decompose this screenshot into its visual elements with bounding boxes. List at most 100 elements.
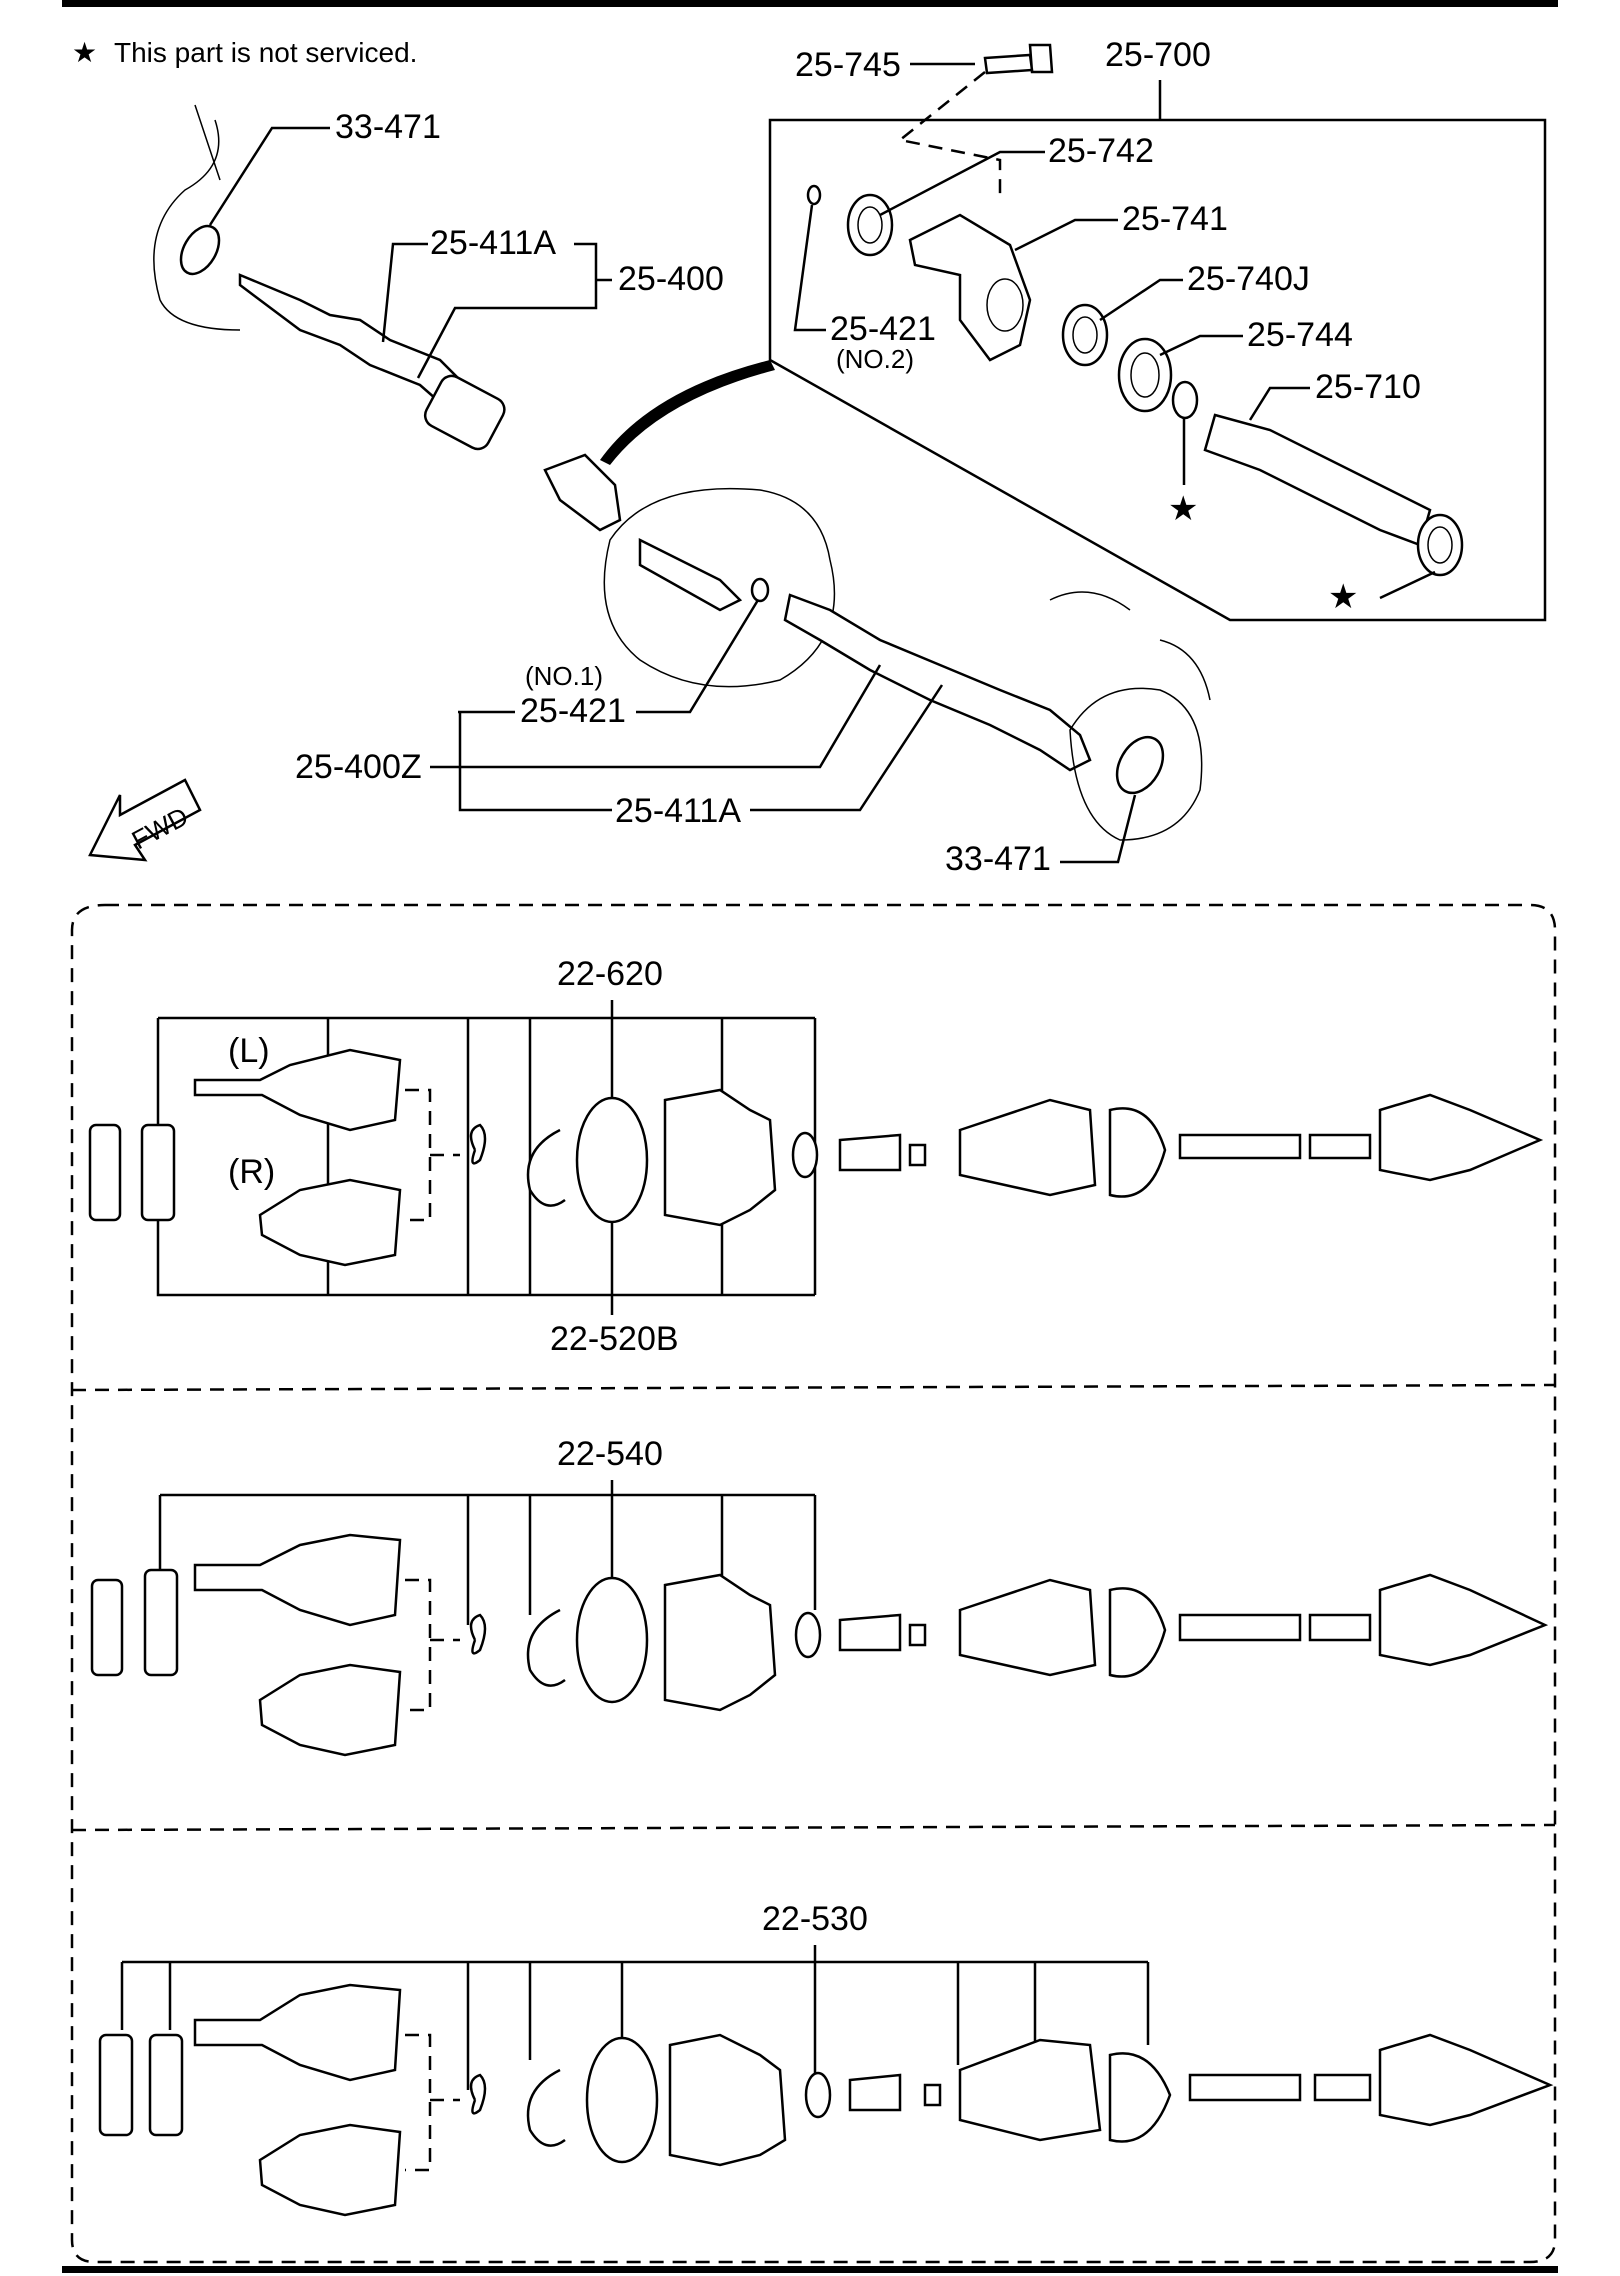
bracket-lines xyxy=(120,1945,1150,2090)
panel-divider xyxy=(71,1823,1556,1832)
right-hub-bearing xyxy=(1115,735,1165,795)
shaft-parts xyxy=(838,1573,1549,1678)
snap-ring xyxy=(469,2073,487,2115)
leader xyxy=(381,242,428,343)
leader xyxy=(1248,386,1310,421)
ring-not-serviced xyxy=(1171,380,1199,420)
leader xyxy=(1014,218,1118,252)
boot xyxy=(663,1573,777,1712)
circlip xyxy=(526,1608,566,1687)
panel-part-label: 22-530 xyxy=(762,1900,868,1938)
right-hub xyxy=(1049,591,1211,841)
joint-dash xyxy=(405,1088,460,1222)
star-icon: ★ xyxy=(72,37,97,68)
callout-25-400: 25-400 xyxy=(618,260,724,298)
joint-dash xyxy=(405,1578,460,1712)
panel-22-620: 22-620 22-520B (L) (R) xyxy=(88,955,1544,1358)
grease-tube xyxy=(90,1578,124,1677)
callout-25-421-no1: 25-421 xyxy=(520,692,626,730)
callouts-top: 33-471 25-745 25-700 25-742 25-741 25-74… xyxy=(208,36,1421,878)
boot-band xyxy=(585,2036,659,2164)
label-left: (L) xyxy=(228,1032,270,1070)
note-text: This part is not serviced. xyxy=(114,37,417,68)
callout-25-744: 25-744 xyxy=(1247,316,1353,354)
inner-joint-r xyxy=(258,1178,402,1267)
inner-joint-l xyxy=(193,1048,402,1132)
right-shaft-inner xyxy=(638,537,743,612)
bracket-25-741 xyxy=(908,213,1032,362)
callout-25-421-no2: 25-421 xyxy=(830,310,936,348)
callout-25-400z: 25-400Z xyxy=(295,748,422,786)
grease-tube xyxy=(88,1123,122,1222)
callout-25-411a-top: 25-411A xyxy=(430,224,556,262)
leader xyxy=(793,204,826,332)
panels-outline xyxy=(70,903,1557,2264)
inner-joint xyxy=(258,2123,402,2217)
leader xyxy=(1159,334,1243,357)
panel-part-label-bottom: 22-520B xyxy=(550,1320,679,1358)
bolt-dash xyxy=(897,71,1002,200)
bracket-lines xyxy=(158,1480,817,1625)
left-joint-housing xyxy=(423,374,506,451)
circlip xyxy=(526,1128,566,1207)
bearing-25-740j xyxy=(1061,303,1109,367)
callout-25-710: 25-710 xyxy=(1315,368,1421,406)
bearing-inner xyxy=(1072,316,1098,354)
boot-band xyxy=(575,1096,649,1224)
left-knuckle xyxy=(153,104,241,331)
bolt-25-745 xyxy=(983,43,1054,75)
leader xyxy=(1060,794,1137,864)
bottom-rule xyxy=(62,2266,1558,2273)
small-band xyxy=(804,2071,832,2119)
circlip-no1 xyxy=(750,577,770,603)
seal-not-serviced xyxy=(1416,513,1464,577)
callout-25-411a-bottom: 25-411A xyxy=(615,792,741,830)
grease-tube xyxy=(98,2033,134,2137)
callout-25-742: 25-742 xyxy=(1048,132,1154,170)
exploded-box-25-700: ★ ★ xyxy=(768,43,1547,622)
leader xyxy=(1099,278,1183,322)
grease-tube xyxy=(148,2033,184,2137)
seal-25-744-inner xyxy=(1130,352,1160,398)
grease-tube xyxy=(140,1123,176,1222)
panel-22-540: 22-540 xyxy=(90,1435,1549,1757)
snap-ring xyxy=(469,1613,487,1655)
shaft-parts xyxy=(848,2033,1554,2143)
grease-tube xyxy=(143,1568,179,1677)
callout-33-471-top: 33-471 xyxy=(335,108,441,146)
center-bracket xyxy=(543,453,622,532)
panel-part-label: 22-540 xyxy=(557,1435,663,1473)
leader xyxy=(430,664,882,812)
callout-25-741: 25-741 xyxy=(1122,200,1228,238)
callout-no2: (NO.2) xyxy=(836,344,914,374)
star-icon: ★ xyxy=(1168,490,1198,528)
box-outline xyxy=(768,118,1547,622)
boot xyxy=(663,1088,777,1227)
snap-ring xyxy=(469,1123,487,1165)
top-rule xyxy=(62,0,1558,7)
inner-joint xyxy=(193,1983,402,2082)
left-hub-bearing xyxy=(179,224,221,276)
fwd-arrow-icon: FWD xyxy=(88,778,202,862)
leader xyxy=(636,599,760,714)
callout-25-745: 25-745 xyxy=(795,46,901,84)
panel-22-530: 22-530 xyxy=(98,1900,1554,2217)
star-leader xyxy=(1379,570,1436,600)
right-shaft xyxy=(783,593,1092,772)
joint-dash xyxy=(405,2033,460,2172)
shaft-25-710 xyxy=(1203,413,1432,547)
small-band xyxy=(794,1611,822,1659)
panel-part-label: 22-620 xyxy=(557,955,663,993)
circlip-no2 xyxy=(806,184,822,206)
circlip xyxy=(526,2068,566,2147)
callout-no1: (NO.1) xyxy=(525,661,603,691)
bracket-bore xyxy=(986,278,1024,332)
seal-25-742-inner xyxy=(857,206,883,244)
leader-curve xyxy=(600,360,775,465)
callout-25-700: 25-700 xyxy=(1105,36,1211,74)
boot-band xyxy=(575,1576,649,1704)
small-band xyxy=(791,1131,819,1179)
inner-joint xyxy=(193,1533,402,1627)
star-icon: ★ xyxy=(1328,578,1358,616)
